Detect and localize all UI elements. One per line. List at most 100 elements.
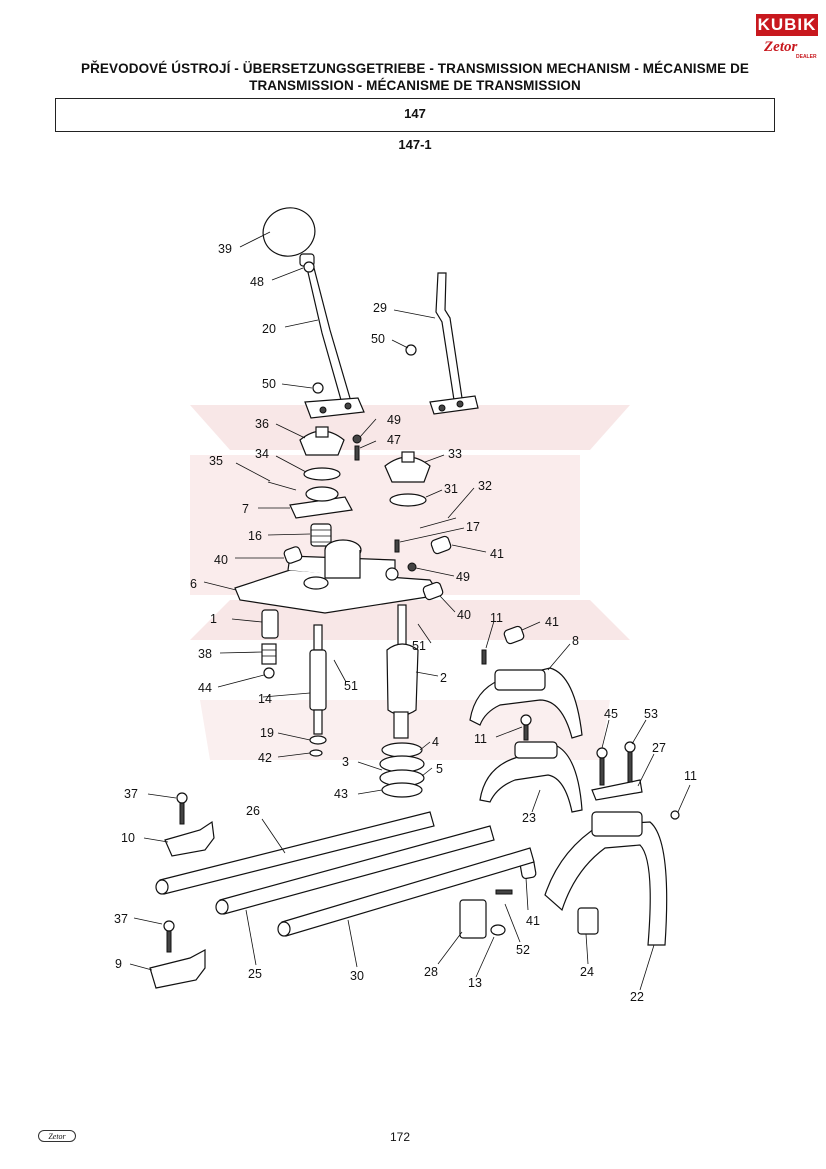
shifter-10 [164, 820, 215, 857]
callout-11b: 11 [474, 732, 487, 746]
callout-49a: 49 [387, 413, 401, 427]
callout-50b: 50 [262, 377, 276, 391]
shift-rod-25 [215, 825, 495, 915]
callout-8: 8 [572, 634, 579, 648]
callout-51b: 51 [344, 679, 358, 693]
callout-53: 53 [644, 707, 658, 721]
boot-36 [299, 430, 345, 456]
callout-25: 25 [248, 967, 262, 981]
nut-50a [405, 344, 417, 356]
callout-17: 17 [466, 520, 480, 534]
callout-5: 5 [436, 762, 443, 776]
callout-47: 47 [387, 433, 401, 447]
page-number: 172 [389, 1130, 411, 1144]
logo-tag: DEALER [796, 54, 817, 60]
spring-16 [310, 523, 332, 547]
callout-40a: 40 [214, 553, 228, 567]
callout-36: 36 [255, 417, 269, 431]
bolt-52 [495, 889, 513, 895]
callout-28: 28 [424, 965, 438, 979]
kubik-logo: KUBIK Zetor DEALER [756, 14, 818, 60]
callout-41b: 41 [545, 615, 559, 629]
callout-16: 16 [248, 529, 262, 543]
callout-35: 35 [209, 454, 223, 468]
title-line-1: PŘEVODOVÉ ÚSTROJÍ - ÜBERSETZUNGSGETRIEBE… [80, 61, 750, 76]
callout-45: 45 [604, 707, 618, 721]
callout-30: 30 [350, 969, 364, 983]
callout-32: 32 [478, 479, 492, 493]
callout-48: 48 [250, 275, 264, 289]
callout-52: 52 [516, 943, 530, 957]
fork-22 [544, 821, 668, 946]
shaft-2 [386, 604, 419, 739]
callout-14: 14 [258, 692, 272, 706]
ring-19 [309, 735, 327, 745]
callout-38: 38 [198, 647, 212, 661]
ball-44 [263, 667, 275, 679]
callout-13: 13 [468, 976, 482, 990]
nut-50b [312, 382, 324, 394]
callout-37a: 37 [124, 787, 138, 801]
callout-23: 23 [522, 811, 536, 825]
callout-43: 43 [334, 787, 348, 801]
callout-26: 26 [246, 804, 260, 818]
shifter-9 [149, 949, 206, 989]
callout-33: 33 [448, 447, 462, 461]
watermark [190, 405, 630, 760]
bearing-stack [379, 742, 425, 798]
callout-4: 4 [432, 735, 439, 749]
lever-29 [429, 272, 479, 415]
callout-22: 22 [630, 990, 644, 1004]
fork-23 [479, 744, 583, 813]
detent-40a [283, 546, 303, 564]
shaft-14 [309, 624, 327, 735]
callout-44: 44 [198, 681, 212, 695]
callout-49b: 49 [456, 570, 470, 584]
title-line-2: TRANSMISSION - MÉCANISME DE TRANSMISSION [249, 78, 581, 93]
callout-6: 6 [190, 577, 197, 591]
callout-41a: 41 [490, 547, 504, 561]
callout-7: 7 [242, 502, 249, 516]
callout-50a: 50 [371, 332, 385, 346]
spring-38 [261, 643, 277, 665]
detent-41b [503, 625, 525, 645]
section-number: 147 [404, 106, 426, 121]
block-24 [577, 907, 599, 935]
callout-42: 42 [258, 751, 272, 765]
sleeve-1 [261, 609, 279, 639]
callout-40b: 40 [457, 608, 471, 622]
callout-11a: 11 [490, 611, 503, 625]
callout-41c: 41 [526, 914, 540, 928]
ring-31 [389, 493, 427, 507]
callout-3: 3 [342, 755, 349, 769]
callout-51a: 51 [412, 639, 426, 653]
boot-33 [384, 456, 431, 483]
bracket-27 [591, 779, 643, 801]
ring-42 [309, 749, 323, 757]
callout-10: 10 [121, 831, 135, 845]
subsection-number: 147-1 [398, 137, 432, 152]
housing-6 [234, 539, 442, 614]
callout-34: 34 [255, 447, 269, 461]
logo-brand: KUBIK [756, 14, 818, 36]
callout-20: 20 [262, 322, 276, 336]
callout-24: 24 [580, 965, 594, 979]
page-title: PŘEVODOVÉ ÚSTROJÍ - ÜBERSETZUNGSGETRIEBE… [60, 60, 770, 94]
callout-31: 31 [444, 482, 458, 496]
shift-rod-26 [155, 811, 435, 895]
leader-lines [129, 231, 691, 991]
block-28 [459, 899, 487, 939]
callout-11c: 11 [684, 769, 697, 783]
callout-37b: 37 [114, 912, 128, 926]
callout-2: 2 [440, 671, 447, 685]
detent-40b [422, 581, 444, 601]
callout-1: 1 [210, 612, 217, 626]
shift-rod-30 [277, 847, 535, 937]
nut-48 [303, 261, 315, 273]
logo-sub: Zetor [764, 39, 798, 55]
footer-logo: Zetor [38, 1130, 76, 1142]
callout-9: 9 [115, 957, 122, 971]
callout-39: 39 [218, 242, 232, 256]
ring-34 [303, 467, 341, 481]
